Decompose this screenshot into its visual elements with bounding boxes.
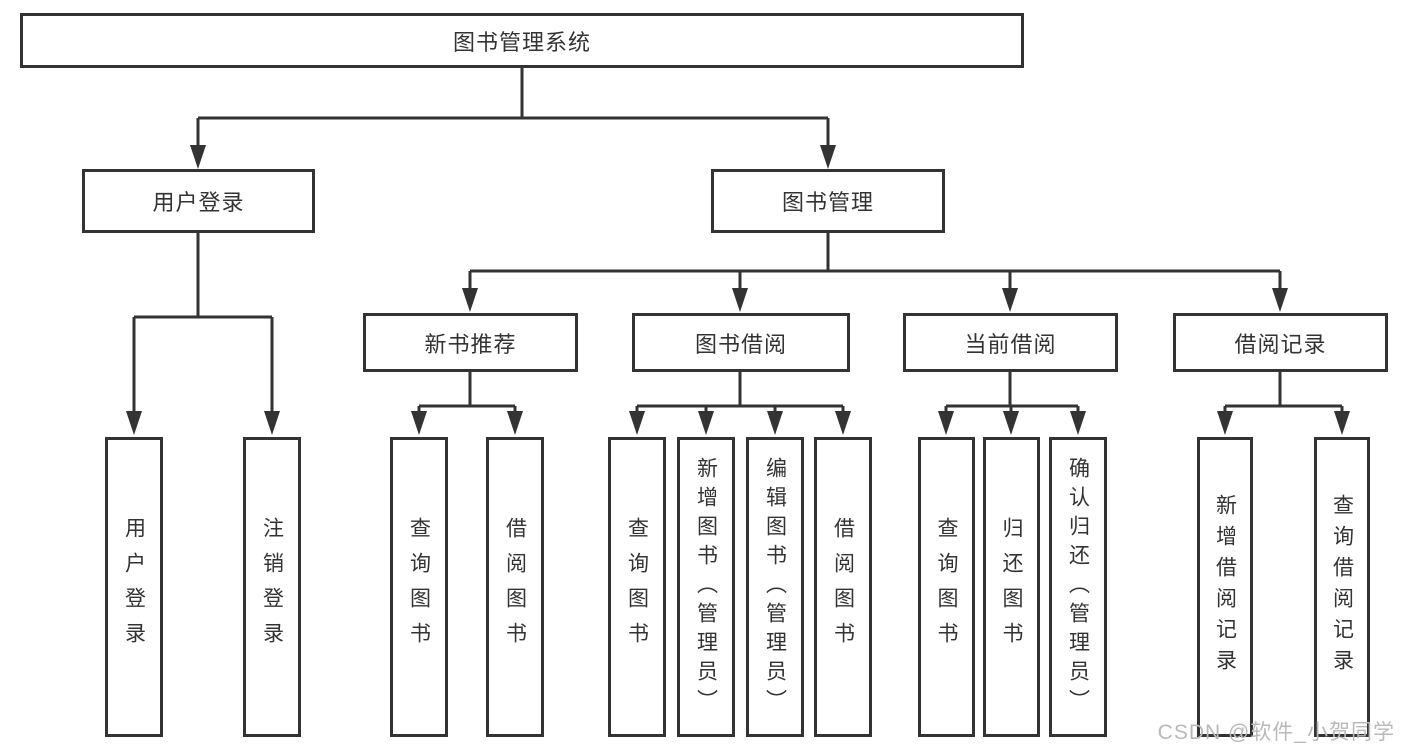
arrow-down-icon — [1070, 411, 1086, 435]
arrow-down-icon — [732, 288, 748, 312]
arrow-down-icon — [1217, 411, 1233, 435]
leaf-br-query-borrow-record-label: 查询借阅记录 — [1330, 494, 1354, 680]
node-book-borrow-label: 图书借阅 — [694, 331, 787, 357]
node-user-login-label: 用户登录 — [152, 190, 245, 215]
node-user-login: 用户登录 — [82, 169, 315, 233]
node-book-borrow: 图书借阅 — [632, 313, 850, 372]
leaf-bb-query-books: 查询图书 — [608, 437, 666, 737]
node-book-management: 图书管理 — [711, 169, 945, 233]
node-new-book-recommend: 新书推荐 — [363, 313, 578, 372]
arrow-down-icon — [835, 411, 851, 435]
arrow-down-icon — [698, 411, 714, 435]
leaf-br-add-borrow-record-label: 新增借阅记录 — [1213, 494, 1237, 680]
leaf-bb-edit-book-admin: 编辑图书（管理员） — [746, 437, 804, 737]
leaf-nb-borrow-books: 借阅图书 — [486, 437, 544, 737]
arrow-down-icon — [411, 411, 427, 435]
node-root: 图书管理系统 — [20, 13, 1024, 68]
leaf-bb-edit-book-admin-label: 编辑图书（管理员） — [763, 456, 787, 718]
arrow-down-icon — [190, 145, 206, 169]
node-current-borrow: 当前借阅 — [903, 313, 1118, 372]
leaf-user-login-label: 用户登录 — [122, 517, 146, 657]
arrow-down-icon — [1272, 288, 1288, 312]
arrow-down-icon — [767, 411, 783, 435]
leaf-bb-query-books-label: 查询图书 — [625, 517, 649, 657]
arrow-down-icon — [1334, 411, 1350, 435]
arrow-down-icon — [820, 145, 836, 169]
node-book-management-label: 图书管理 — [781, 190, 874, 215]
leaf-bb-add-book-admin-label: 新增图书（管理员） — [694, 456, 718, 718]
arrow-down-icon — [507, 411, 523, 435]
leaf-logout-label: 注销登录 — [260, 517, 284, 657]
connector-stems — [134, 68, 1342, 408]
arrow-down-icon — [264, 411, 280, 435]
arrow-down-icon — [938, 411, 954, 435]
leaf-cb-confirm-return-admin-label: 确认归还（管理员） — [1066, 456, 1090, 718]
node-current-borrow-label: 当前借阅 — [964, 331, 1057, 357]
node-borrow-records: 借阅记录 — [1173, 313, 1388, 372]
leaf-br-add-borrow-record: 新增借阅记录 — [1197, 437, 1253, 737]
node-borrow-records-label: 借阅记录 — [1234, 331, 1327, 357]
leaf-user-login: 用户登录 — [105, 437, 163, 737]
leaf-bb-add-book-admin: 新增图书（管理员） — [677, 437, 735, 737]
arrow-down-icon — [126, 411, 142, 435]
leaf-br-query-borrow-record: 查询借阅记录 — [1314, 437, 1370, 737]
leaf-bb-borrow-books: 借阅图书 — [814, 437, 872, 737]
leaf-cb-confirm-return-admin: 确认归还（管理员） — [1049, 437, 1107, 737]
node-new-book-recommend-label: 新书推荐 — [424, 331, 517, 357]
arrow-down-icon — [1002, 288, 1018, 312]
watermark: CSDN @软件_小贺同学 — [1157, 721, 1395, 744]
arrow-down-icon — [462, 288, 478, 312]
leaf-nb-query-books-label: 查询图书 — [407, 517, 431, 657]
leaf-cb-return-books: 归还图书 — [983, 437, 1040, 737]
node-root-label: 图书管理系统 — [452, 29, 591, 55]
arrow-down-icon — [629, 411, 645, 435]
leaf-logout: 注销登录 — [243, 437, 301, 737]
leaf-cb-query-books-label: 查询图书 — [935, 517, 958, 657]
leaf-nb-borrow-books-label: 借阅图书 — [503, 517, 527, 657]
leaf-bb-borrow-books-label: 借阅图书 — [831, 517, 855, 657]
leaf-cb-return-books-label: 归还图书 — [1000, 517, 1023, 657]
leaf-nb-query-books: 查询图书 — [390, 437, 448, 737]
arrow-down-icon — [1003, 411, 1019, 435]
leaf-cb-query-books: 查询图书 — [918, 437, 975, 737]
